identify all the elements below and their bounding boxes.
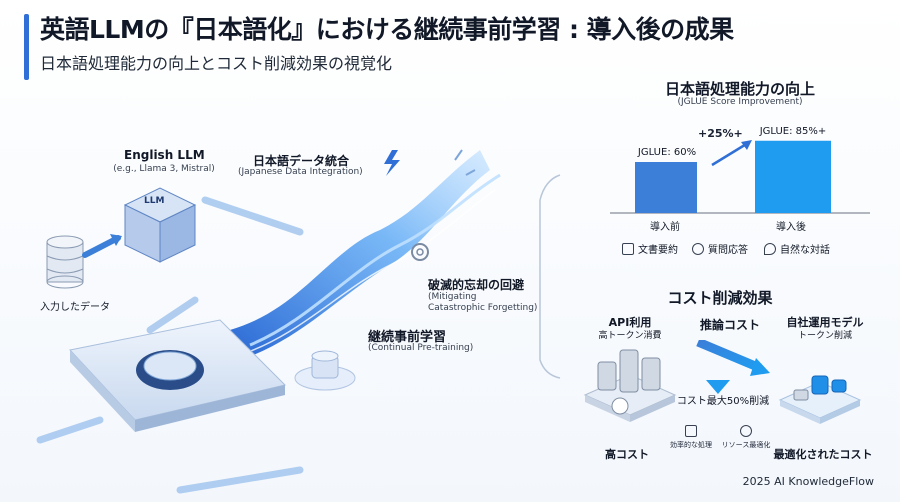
self-hosted-label-1: 自社運用モデル xyxy=(786,316,864,329)
feature-label: 効率的な処理 xyxy=(670,441,712,449)
bar-before xyxy=(635,162,697,213)
gear-icon xyxy=(411,243,429,261)
chat-icon xyxy=(764,242,776,255)
reduction-arrow-right xyxy=(696,340,762,373)
bar-after xyxy=(755,140,831,213)
pretraining-title: 継続事前学習 xyxy=(368,330,447,345)
reduction-label: コスト最大50%削減 xyxy=(676,396,770,407)
task-label: 文書要約 xyxy=(638,245,678,256)
page-subtitle: 日本語処理能力の向上とコスト削減効果の視覚化 xyxy=(40,54,393,73)
feature-resource: リソース最適化 xyxy=(716,425,776,450)
bar-before-category: 導入前 xyxy=(650,222,680,233)
forgetting-subtitle-2: Catastrophic Forgetting) xyxy=(428,303,538,313)
task-summarization: 文書要約 xyxy=(622,241,678,256)
api-label-1: API利用 xyxy=(608,316,652,329)
question-icon xyxy=(692,242,704,255)
decoration-ticks xyxy=(454,149,476,176)
optimized-cost-label: 最適化されたコスト xyxy=(773,448,873,461)
page-title: 英語LLMの『日本語化』における継続事前学習 : 導入後の成果 xyxy=(40,15,734,44)
jglue-bar-chart xyxy=(610,140,870,214)
task-dialogue: 自然な対話 xyxy=(764,241,830,256)
cube-label: LLM xyxy=(144,196,165,206)
optimized-coins xyxy=(811,375,847,395)
database-icon xyxy=(46,235,84,289)
forgetting-subtitle-1: (Mitigating xyxy=(428,292,477,302)
integration-title: 日本語データ統合 xyxy=(253,154,350,168)
api-label-2: 高トークン消費 xyxy=(598,331,662,341)
pretraining-platform xyxy=(69,319,286,432)
coin-stacks xyxy=(597,349,661,393)
chip-icon xyxy=(685,425,697,437)
input-arrow xyxy=(82,235,121,258)
english-llm-title: English LLM xyxy=(124,148,205,162)
data-wave xyxy=(230,150,501,360)
llm-cube xyxy=(123,187,197,263)
task-label: 質問応答 xyxy=(708,245,748,256)
inference-label: 推論コスト xyxy=(699,318,760,332)
pretraining-subtitle: (Continual Pre-training) xyxy=(368,343,474,353)
improvement-arrow xyxy=(711,141,749,167)
bar-after-category: 導入後 xyxy=(776,222,806,233)
self-hosted-label-2: トークン削減 xyxy=(797,331,852,341)
panel-bracket xyxy=(539,174,561,379)
forgetting-title: 破滅的忘却の回避 xyxy=(428,278,525,292)
control-knob xyxy=(294,350,356,391)
jglue-title: 日本語処理能力の向上 xyxy=(664,80,815,98)
title-accent-bar xyxy=(24,14,29,80)
feature-efficient: 効率的な処理 xyxy=(666,425,716,450)
cost-illustration xyxy=(583,340,862,424)
cost-title: コスト削減効果 xyxy=(667,289,773,307)
flow-arrows xyxy=(36,196,304,494)
task-qa: 質問応答 xyxy=(692,241,748,256)
bar-after-value-label: JGLUE: 85%+ xyxy=(759,125,827,137)
bar-before-value-label: JGLUE: 60% xyxy=(637,147,697,158)
dollar-coin-icon xyxy=(611,397,629,415)
document-icon xyxy=(622,242,634,255)
footer-credit: 2025 AI KnowledgeFlow xyxy=(742,475,874,488)
gear-icon xyxy=(740,425,752,437)
lightning-icon xyxy=(384,150,400,176)
input-data-label: 入力したデータ xyxy=(40,302,110,313)
integration-subtitle: (Japanese Data Integration) xyxy=(238,167,363,177)
improvement-label: +25%+ xyxy=(698,127,743,140)
task-label: 自然な対話 xyxy=(780,245,830,256)
high-cost-label: 高コスト xyxy=(605,448,649,461)
jglue-subtitle: (JGLUE Score Improvement) xyxy=(677,97,803,107)
english-llm-subtitle: (e.g., Llama 3, Mistral) xyxy=(113,164,215,174)
feature-label: リソース最適化 xyxy=(721,441,771,449)
